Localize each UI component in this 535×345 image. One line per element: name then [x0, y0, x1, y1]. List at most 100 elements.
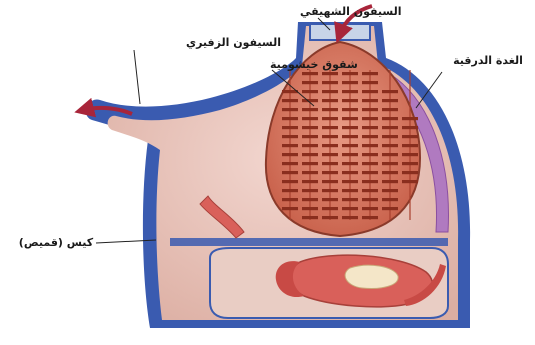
gill-slit — [362, 99, 378, 102]
gill-slit — [402, 126, 418, 129]
gill-slit — [342, 72, 358, 75]
gill-slit — [322, 171, 338, 174]
gill-slit — [402, 135, 418, 138]
gill-slit — [342, 81, 358, 84]
gill-slit — [322, 180, 338, 183]
gill-slit — [362, 144, 378, 147]
gill-slit — [402, 171, 418, 174]
label-excurrent-siphon: السيفون الزفيري — [186, 36, 281, 49]
label-incurrent-siphon: السيفون الشهيقي — [300, 5, 402, 18]
gill-slit — [342, 108, 358, 111]
gill-slit — [322, 207, 338, 210]
gill-slit — [302, 153, 318, 156]
gill-slit — [382, 153, 398, 156]
gill-slit — [302, 180, 318, 183]
gill-slit — [382, 180, 398, 183]
gill-slit — [322, 216, 338, 219]
gill-slit — [342, 180, 358, 183]
gill-slit — [322, 90, 338, 93]
gill-slit — [362, 90, 378, 93]
gill-slit — [362, 81, 378, 84]
gill-slit — [342, 207, 358, 210]
label-gill-slits: شقوق خيشومية — [270, 58, 358, 71]
gill-slit — [402, 153, 418, 156]
gill-slit — [362, 126, 378, 129]
gill-slit — [362, 108, 378, 111]
gill-slit — [382, 90, 398, 93]
gill-slit — [302, 72, 318, 75]
gill-slit — [282, 108, 298, 111]
gill-slit — [302, 135, 318, 138]
gill-slit — [302, 198, 318, 201]
gill-slit — [342, 144, 358, 147]
gill-slit — [282, 198, 298, 201]
leader-excurrent — [134, 50, 140, 104]
gill-slit — [322, 99, 338, 102]
gill-slit — [342, 171, 358, 174]
label-tunic: كيس (قميص) — [19, 236, 94, 249]
gill-slit — [322, 189, 338, 192]
body-wall-divider — [170, 238, 448, 246]
gill-slit — [342, 162, 358, 165]
gill-slit — [302, 81, 318, 84]
gill-slit — [302, 144, 318, 147]
gill-slit — [342, 216, 358, 219]
gill-slit — [362, 216, 378, 219]
gill-slit — [342, 126, 358, 129]
gill-slit — [302, 162, 318, 165]
gill-slit — [282, 144, 298, 147]
gill-slit — [362, 198, 378, 201]
gill-slit — [342, 99, 358, 102]
gill-slit — [282, 135, 298, 138]
gill-slit — [282, 153, 298, 156]
gill-slit — [322, 144, 338, 147]
gill-slit — [402, 180, 418, 183]
gill-slit — [282, 99, 298, 102]
gill-slit — [382, 198, 398, 201]
gill-slit — [302, 189, 318, 192]
gill-slit — [382, 135, 398, 138]
gill-slit — [322, 135, 338, 138]
gill-slit — [302, 108, 318, 111]
gill-slit — [382, 117, 398, 120]
gill-slit — [302, 117, 318, 120]
gill-slit — [382, 207, 398, 210]
gill-slit — [382, 189, 398, 192]
gill-slit — [342, 117, 358, 120]
gill-slit — [322, 117, 338, 120]
gill-slit — [322, 198, 338, 201]
gill-slit — [382, 126, 398, 129]
gill-slit — [282, 180, 298, 183]
gill-slit — [382, 108, 398, 111]
gill-slit — [302, 99, 318, 102]
gonad — [345, 265, 398, 288]
gill-slit — [362, 72, 378, 75]
gill-slit — [362, 117, 378, 120]
gill-slit — [342, 90, 358, 93]
gill-slit — [322, 126, 338, 129]
gill-slit — [342, 198, 358, 201]
gill-slit — [302, 207, 318, 210]
gill-slit — [302, 216, 318, 219]
gill-slit — [322, 162, 338, 165]
gill-slit — [282, 162, 298, 165]
gill-slit — [282, 117, 298, 120]
gill-slit — [322, 81, 338, 84]
gill-slit — [302, 171, 318, 174]
gill-slit — [302, 126, 318, 129]
gill-slit — [382, 162, 398, 165]
gill-slit — [362, 135, 378, 138]
gill-slit — [402, 117, 418, 120]
gill-slit — [342, 135, 358, 138]
gill-slit — [322, 108, 338, 111]
gill-slit — [362, 189, 378, 192]
gill-slit — [302, 90, 318, 93]
gill-slit — [342, 153, 358, 156]
gill-slit — [322, 72, 338, 75]
gill-slit — [322, 153, 338, 156]
label-endostyle: الغدة الدرقية — [453, 54, 523, 67]
gill-slit — [282, 171, 298, 174]
gill-slit — [362, 162, 378, 165]
gill-slit — [382, 171, 398, 174]
